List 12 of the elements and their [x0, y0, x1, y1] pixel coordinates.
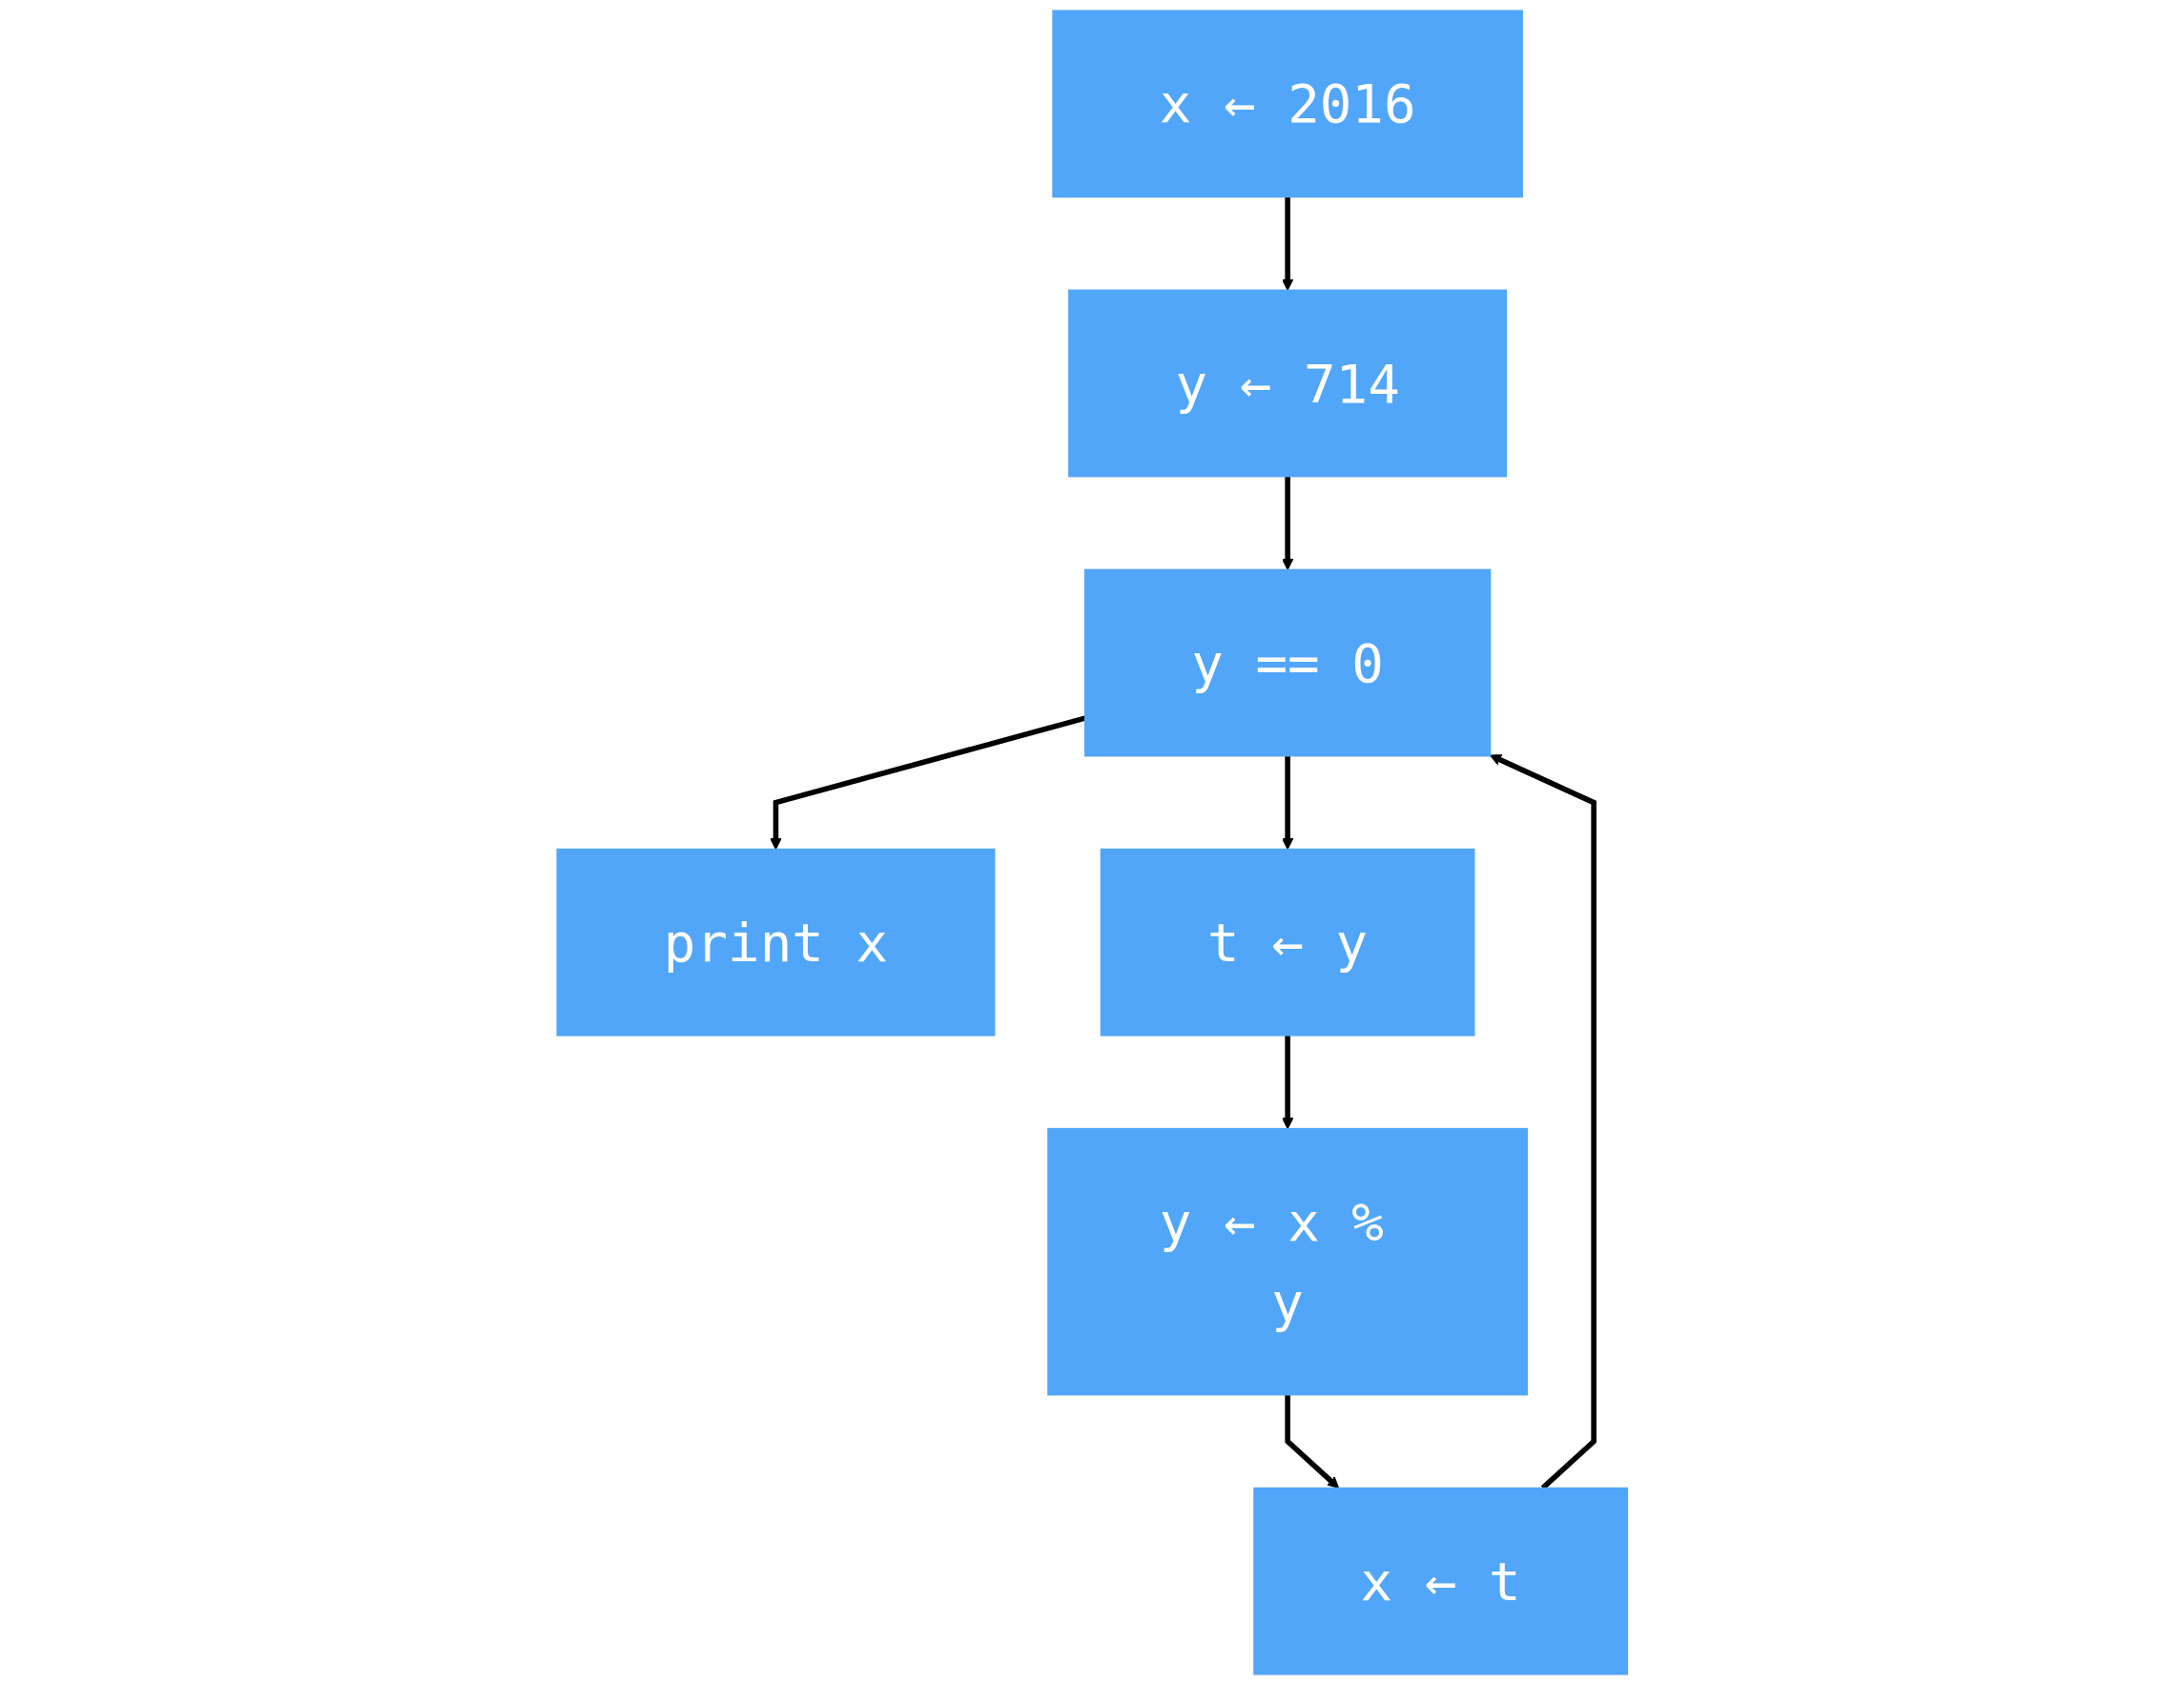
- arrow: [1281, 1035, 1293, 1130]
- arrow: [1281, 476, 1293, 570]
- arrow: [1281, 196, 1293, 291]
- node-box: x ← t: [1253, 1487, 1628, 1675]
- node-box: print x: [556, 848, 996, 1037]
- node-box: y ← 714: [1067, 289, 1507, 478]
- arrow: [1281, 755, 1293, 851]
- arrow: [1285, 1394, 1339, 1489]
- node-box: y == 0: [1083, 568, 1492, 757]
- node-box: x ← 2016: [1052, 10, 1523, 198]
- node-box: y ← x % y: [1046, 1127, 1528, 1396]
- node-box: t ← y: [1100, 848, 1475, 1037]
